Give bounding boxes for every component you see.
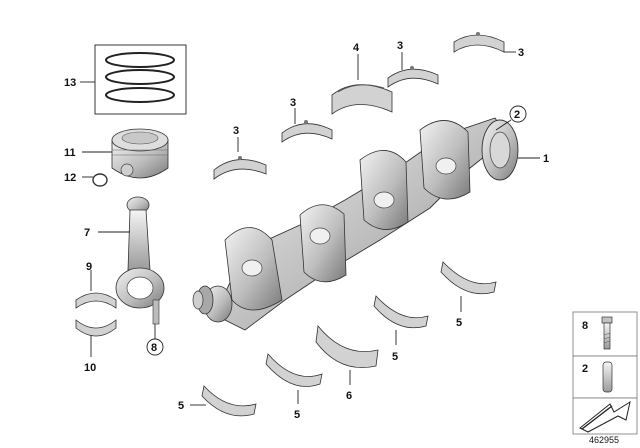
callout-2: 2 <box>514 109 520 121</box>
piston-rings[interactable] <box>94 44 187 115</box>
lower-thrust-bearing-shell[interactable] <box>315 325 379 368</box>
callout-13: 13 <box>64 77 76 89</box>
arrow-icon <box>579 400 631 433</box>
callout-3-a: 3 <box>233 125 239 137</box>
piston[interactable] <box>111 128 169 179</box>
callout-3-c: 3 <box>397 40 403 52</box>
conrod-bearing-upper[interactable] <box>75 292 117 309</box>
callout-11: 11 <box>64 147 76 159</box>
legend-label-2: 2 <box>582 363 588 375</box>
callout-5-c: 5 <box>294 409 300 421</box>
callout-12: 12 <box>64 172 76 184</box>
main-bearing-shell-a[interactable] <box>213 156 267 180</box>
lower-bearing-shell-a[interactable] <box>440 261 497 295</box>
callout-3-b: 3 <box>290 97 296 109</box>
bolt-icon <box>601 316 613 350</box>
callout-7: 7 <box>84 227 90 239</box>
callout-2-circle: 2 <box>509 105 527 123</box>
document-number: 462955 <box>589 435 619 445</box>
callout-10: 10 <box>84 362 96 374</box>
callout-5-b: 5 <box>392 351 398 363</box>
conrod-bearing-lower[interactable] <box>75 319 117 337</box>
crankshaft[interactable] <box>192 117 519 331</box>
dowel-pin-icon <box>602 361 613 393</box>
lower-bearing-shell-b[interactable] <box>373 295 429 329</box>
connecting-rod[interactable] <box>115 196 165 325</box>
callout-9: 9 <box>86 261 92 273</box>
main-bearing-shell-c[interactable] <box>387 66 439 88</box>
lower-bearing-shell-c[interactable] <box>265 353 323 387</box>
callout-8-circle: 8 <box>146 338 164 356</box>
callout-3-d: 3 <box>518 47 524 59</box>
callout-8: 8 <box>151 342 157 354</box>
legend-panel: 8 2 <box>572 311 638 435</box>
callout-5-d: 5 <box>178 400 184 412</box>
main-bearing-shell-d[interactable] <box>453 32 505 53</box>
callout-5-a: 5 <box>456 317 462 329</box>
callout-1: 1 <box>543 153 549 165</box>
main-bearing-shell-b[interactable] <box>281 120 333 143</box>
thrust-bearing-shell[interactable] <box>331 84 393 115</box>
circlip[interactable] <box>92 173 108 187</box>
callout-6: 6 <box>346 390 352 402</box>
lower-bearing-shell-d[interactable] <box>201 385 257 417</box>
callout-4: 4 <box>353 42 360 54</box>
legend-label-8: 8 <box>582 320 588 332</box>
